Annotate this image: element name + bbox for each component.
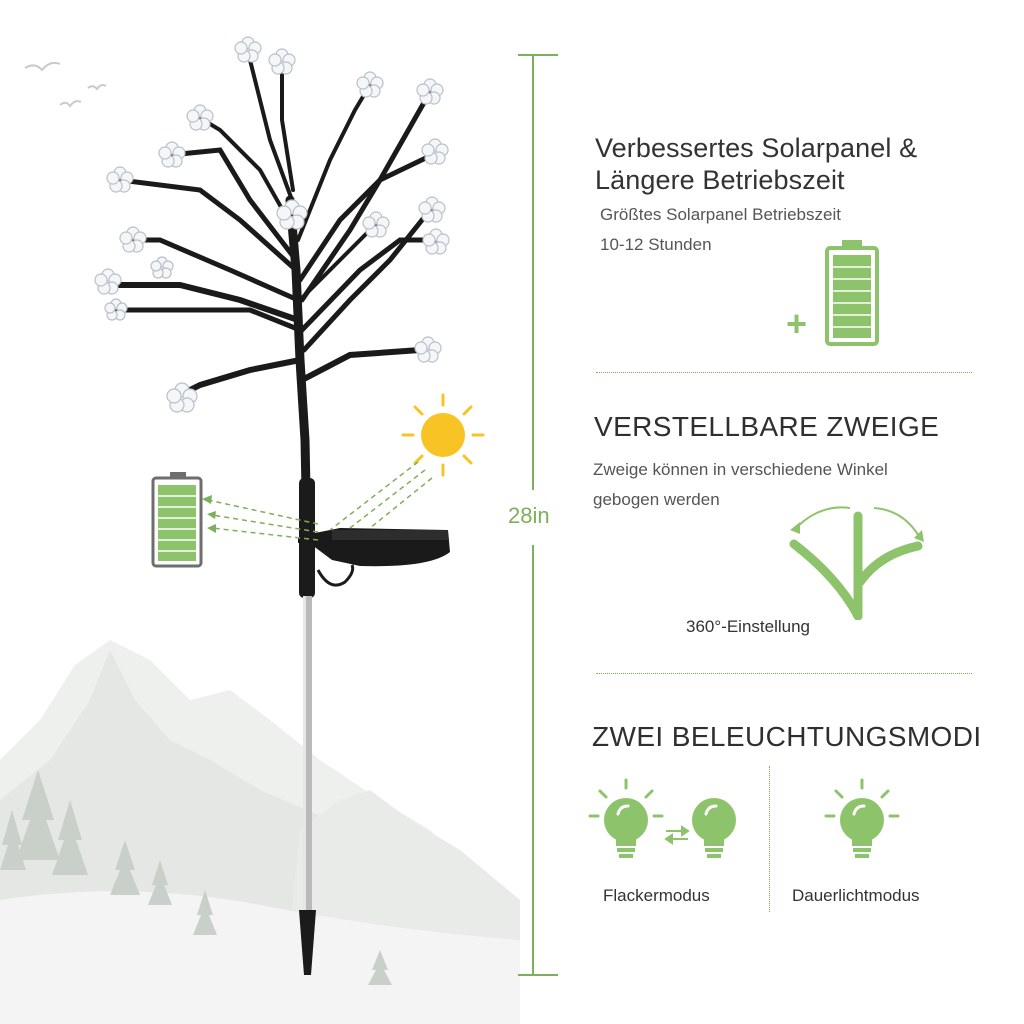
battery-full-icon xyxy=(825,240,879,346)
height-dimension-line xyxy=(518,54,558,976)
solar-title-line1: Verbessertes Solarpanel & xyxy=(595,133,918,163)
branches-desc-line2: gebogen werden xyxy=(593,490,720,509)
sun-icon xyxy=(401,393,485,477)
branches-caption: 360°-Einstellung xyxy=(686,617,810,636)
battery-charge-icon xyxy=(151,472,203,568)
solar-desc-line1: Größtes Solarpanel Betriebszeit xyxy=(600,205,841,224)
plus-sign: + xyxy=(786,303,808,344)
solar-title-line2: Längere Betriebszeit xyxy=(595,165,845,195)
forest-trees xyxy=(0,770,392,985)
blossoms xyxy=(94,36,450,413)
mode-steady-label: Dauerlichtmodus xyxy=(792,886,920,905)
branches-title: VERSTELLBARE ZWEIGE xyxy=(594,411,940,442)
modes-vertical-divider xyxy=(769,766,770,912)
solar-desc-line2: 10-12 Stunden xyxy=(600,235,712,254)
branches-desc-line1: Zweige können in verschiedene Winkel xyxy=(593,460,888,479)
flower-tree xyxy=(107,58,438,545)
mountain-background xyxy=(0,640,520,1024)
charging-arrows xyxy=(202,495,319,541)
height-dimension-label: 28in xyxy=(508,503,550,528)
mode-flicker-label: Flackermodus xyxy=(603,886,710,905)
birds xyxy=(24,61,107,108)
section-divider-1 xyxy=(596,372,972,373)
section-divider-2 xyxy=(596,673,972,674)
adjustable-branch-icon xyxy=(789,506,924,620)
flicker-bulbs-icon xyxy=(588,778,736,858)
modes-title: ZWEI BELEUCHTUNGSMODI xyxy=(592,721,982,752)
bulb-icon xyxy=(824,778,900,858)
sunlight-rays xyxy=(329,461,433,531)
solar-panel xyxy=(298,528,450,567)
